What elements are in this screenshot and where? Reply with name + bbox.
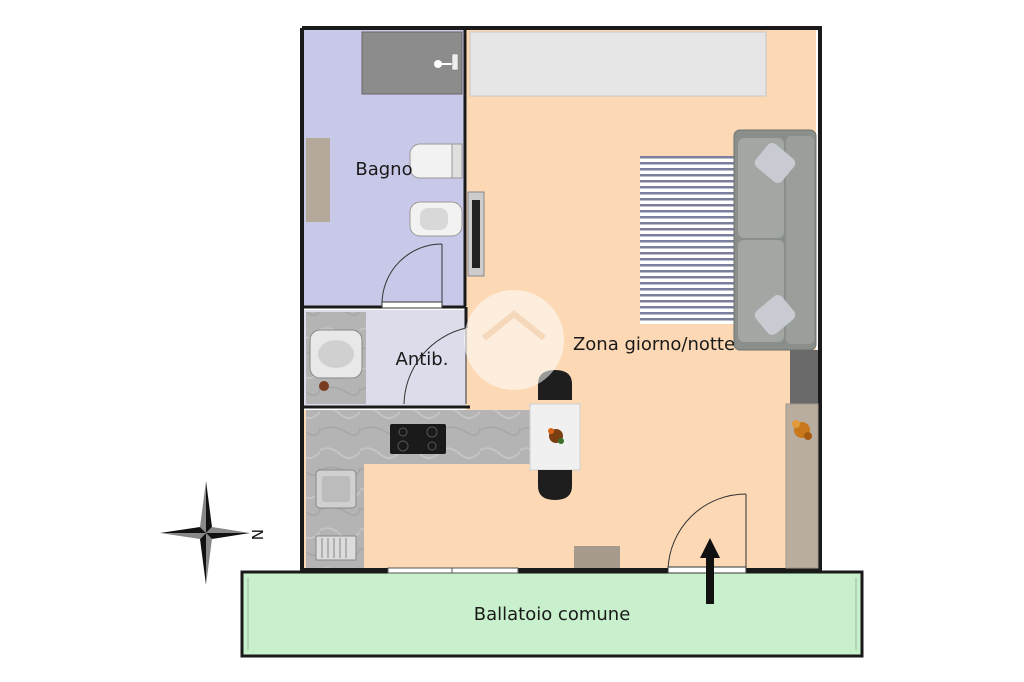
rug-icon <box>640 156 738 324</box>
antib-decor <box>319 381 329 391</box>
room-label-antibagno: Antib. <box>396 349 449 370</box>
entry-mat <box>574 546 620 568</box>
bathroom-shelf <box>306 138 330 222</box>
plant-icon <box>792 420 812 440</box>
compass-north-label: N <box>248 529 266 540</box>
walls <box>300 26 822 572</box>
bagno-door <box>381 243 443 309</box>
entrance-arrow-icon <box>700 538 720 604</box>
cooktop-icon <box>390 424 446 454</box>
compass-rose-icon <box>160 481 250 585</box>
chair-icon <box>538 470 572 500</box>
wardrobe <box>469 31 767 97</box>
shower-drain <box>434 60 442 68</box>
side-shelf <box>790 350 818 404</box>
room-label-zona-giorno: Zona giorno/notte <box>573 334 735 355</box>
table-flowers <box>548 428 564 444</box>
window <box>387 567 519 574</box>
dishrack <box>315 535 357 561</box>
sofa-icon <box>733 129 817 351</box>
room-label-ballatoio: Ballatoio comune <box>474 604 631 625</box>
room-label-bagno: Bagno <box>355 159 412 180</box>
watermark-logo <box>464 290 564 390</box>
ballatoio-floor <box>240 570 864 658</box>
